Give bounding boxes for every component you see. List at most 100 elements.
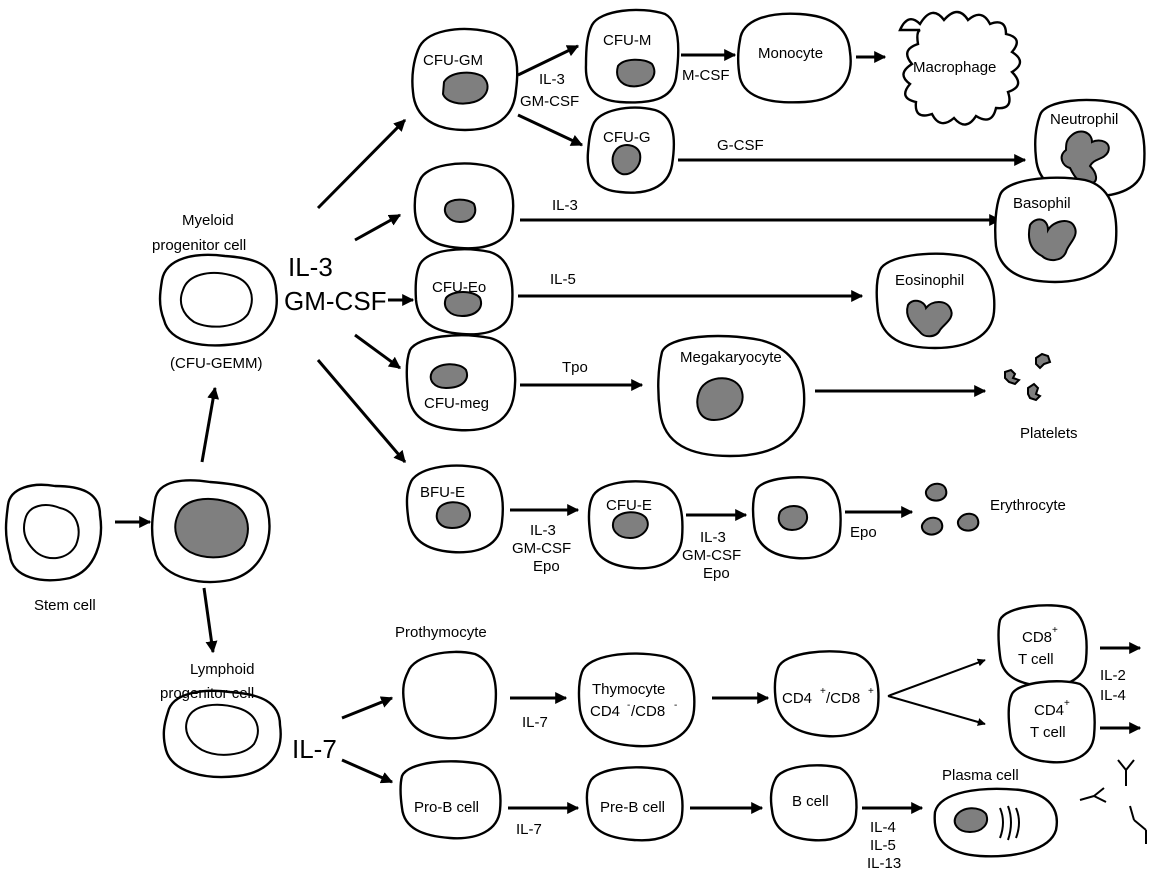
eosinophil-cell xyxy=(875,252,996,350)
lymphoid-label-1: Lymphoid xyxy=(190,661,254,678)
prothymocyte-cell xyxy=(402,650,498,740)
tpo-label: Tpo xyxy=(562,359,588,376)
cd4-t-cell xyxy=(1007,680,1096,764)
g-csf-label: G-CSF xyxy=(717,137,764,154)
arrow-to-baso-precursor xyxy=(354,213,402,242)
t-cytokine-1: IL-2 xyxy=(1100,667,1126,684)
stem-cell xyxy=(4,483,103,582)
epo-label: Epo xyxy=(850,524,877,541)
b-cell xyxy=(769,764,858,842)
cfu-g-cell xyxy=(586,106,676,194)
arrow-to-myeloid xyxy=(200,386,220,463)
arrow-to-bfu-e xyxy=(316,359,407,463)
cd4-sup-plus: + xyxy=(1064,698,1070,709)
erythroblast-cell xyxy=(751,476,842,560)
thymocyte-sup-minus-2: - xyxy=(674,700,677,711)
basophil-label: Basophil xyxy=(1013,195,1071,212)
arrow-to-cd4 xyxy=(887,695,986,726)
arrow-to-pro-b xyxy=(341,758,394,784)
bfu-factor-2: GM-CSF xyxy=(512,540,571,557)
arrow-to-cd8 xyxy=(887,658,986,697)
cd8-t-cell xyxy=(997,604,1088,688)
cfu-meg-label: CFU-meg xyxy=(424,395,489,412)
cfue-factor-3: Epo xyxy=(703,565,730,582)
myeloid-label-1: Myeloid xyxy=(182,212,234,229)
prothymocyte-label: Prothymocyte xyxy=(395,624,487,641)
myeloid-factor-2: GM-CSF xyxy=(284,286,387,316)
arrow-gm-to-g xyxy=(517,113,584,147)
thymocyte-label: Thymocyte xyxy=(592,681,665,698)
lymphoid-label-2: progenitor cell xyxy=(160,685,254,702)
cfu-meg-cell xyxy=(405,334,517,432)
cfu-gm-label: CFU-GM xyxy=(423,52,483,69)
myeloid-factor-1: IL-3 xyxy=(288,252,333,282)
macrophage-cell xyxy=(898,10,1022,126)
plasma-label: Plasma cell xyxy=(942,767,1019,784)
double-positive-cell xyxy=(773,650,880,738)
t-cytokine-2: IL-4 xyxy=(1100,687,1126,704)
thymocyte-cell xyxy=(577,652,696,748)
dp-cd4: CD4 xyxy=(782,690,812,707)
lymphoid-factor: IL-7 xyxy=(292,734,337,764)
il3-basophil-label: IL-3 xyxy=(552,197,578,214)
antibodies-shapes xyxy=(1079,759,1147,844)
cd8-label: CD8 xyxy=(1022,629,1052,646)
gm-factor-1: IL-3 xyxy=(539,71,565,88)
macrophage-label: Macrophage xyxy=(913,59,996,76)
m-csf-label: M-CSF xyxy=(682,67,730,84)
arrow-to-cfu-gm xyxy=(316,118,407,210)
cfue-factor-2: GM-CSF xyxy=(682,547,741,564)
pre-b-cell xyxy=(585,766,684,842)
myeloid-label-3: (CFU-GEMM) xyxy=(170,355,262,372)
arrow-gm-to-m xyxy=(517,44,580,77)
dp-cd8: /CD8 xyxy=(826,690,860,707)
plasma-cell xyxy=(933,787,1059,858)
cd8-sup-plus: + xyxy=(1052,625,1058,636)
il7-thymo-label: IL-7 xyxy=(522,714,548,731)
arrow-to-cfu-meg xyxy=(354,333,401,370)
thymocyte-cd8: /CD8 xyxy=(631,703,665,720)
dp-sup-plus-1: + xyxy=(820,686,826,697)
il5-label: IL-5 xyxy=(550,271,576,288)
bfu-factor-1: IL-3 xyxy=(530,522,556,539)
cd4-tcell-label: T cell xyxy=(1030,724,1066,741)
megakaryocyte-cell xyxy=(657,334,806,458)
platelets-shapes xyxy=(1004,352,1052,402)
basophil-cell xyxy=(994,176,1118,284)
cfu-m-cell xyxy=(584,8,680,104)
cfu-e-label: CFU-E xyxy=(606,497,652,514)
thymocyte-cd4: CD4 xyxy=(590,703,620,720)
erythrocyte-label: Erythrocyte xyxy=(990,497,1066,514)
stem-cell-label: Stem cell xyxy=(34,597,96,614)
pre-b-label: Pre-B cell xyxy=(600,799,665,816)
cfu-eo-label: CFU-Eo xyxy=(432,279,486,296)
pro-b-label: Pro-B cell xyxy=(414,799,479,816)
thymocyte-sup-minus-1: - xyxy=(627,700,630,711)
plasma-cytokine-2: IL-5 xyxy=(870,837,896,854)
cd4-label: CD4 xyxy=(1034,702,1064,719)
cfu-e-cell xyxy=(587,480,684,570)
cfu-gm-cell xyxy=(411,27,519,132)
dp-sup-plus-2: + xyxy=(868,686,874,697)
myeloid-progenitor-cell xyxy=(158,253,278,347)
erythrocyte-shapes xyxy=(920,482,980,536)
basophil-precursor-cell xyxy=(413,162,515,250)
myeloid-label-2: progenitor cell xyxy=(152,237,246,254)
platelets-label: Platelets xyxy=(1020,425,1078,442)
bfu-e-cell xyxy=(405,464,504,554)
neutrophil-cell xyxy=(1034,98,1146,198)
gm-factor-2: GM-CSF xyxy=(520,93,579,110)
cfu-g-label: CFU-G xyxy=(603,129,651,146)
lymphoid-progenitor-cell xyxy=(162,689,282,779)
cfue-factor-1: IL-3 xyxy=(700,529,726,546)
bfu-factor-3: Epo xyxy=(533,558,560,575)
monocyte-label: Monocyte xyxy=(758,45,823,62)
neutrophil-label: Neutrophil xyxy=(1050,111,1118,128)
cfu-eo-cell xyxy=(414,248,514,336)
arrow-to-prothymocyte xyxy=(341,696,394,720)
bfu-e-label: BFU-E xyxy=(420,484,465,501)
b-cell-label: B cell xyxy=(792,793,829,810)
committed-progenitor-cell xyxy=(150,479,271,584)
